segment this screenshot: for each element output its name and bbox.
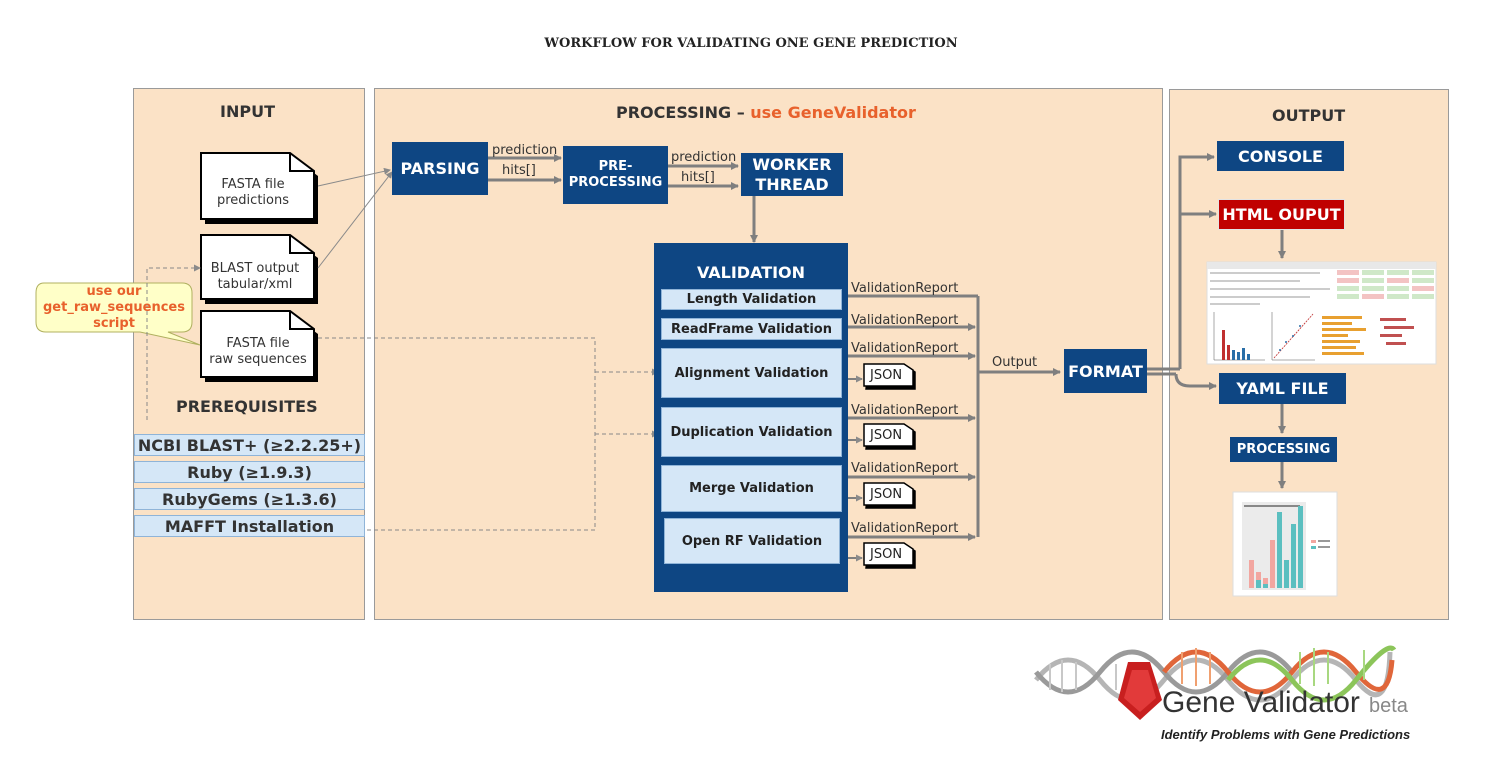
logo-tagline: Identify Problems with Gene Predictions [1161, 727, 1411, 742]
preprocessing-line2: PROCESSING [568, 175, 663, 190]
open-rf-validation: Open RF Validation [664, 518, 840, 564]
blast-output-label: BLAST output tabular/xml [203, 261, 307, 293]
merge-validation: Merge Validation [661, 465, 842, 512]
alignment-validation: Alignment Validation [661, 348, 842, 398]
fasta-predictions-label: FASTA file predictions [203, 177, 303, 209]
length-validation: Length Validation [661, 289, 842, 310]
report-label-merge: ValidationReport [851, 461, 959, 476]
report-label-length: ValidationReport [851, 281, 959, 296]
fasta-raw-label: FASTA file raw sequences [203, 336, 313, 368]
json-label-duplication: JSON [870, 428, 903, 443]
input-heading: INPUT [220, 102, 275, 121]
dna-helix-logo [1034, 645, 1397, 720]
edge-label-prediction-1: prediction [492, 143, 558, 158]
logo-name: Gene Validator [1162, 686, 1360, 719]
json-label-merge: JSON [870, 487, 903, 502]
prereq-mafft: MAFFT Installation [134, 515, 365, 537]
worker-thread-box: WORKER THREAD [741, 153, 843, 196]
page-title: WORKFLOW FOR VALIDATING ONE GENE PREDICT… [544, 36, 958, 51]
processing-plot-thumbnail [1232, 491, 1338, 597]
processing-heading-main: PROCESSING – [616, 103, 751, 122]
logo-wordmark: Gene Validator beta [1162, 686, 1408, 720]
json-label-alignment: JSON [870, 368, 903, 383]
output-heading: OUTPUT [1272, 106, 1346, 125]
worker-line2: THREAD [755, 174, 829, 194]
fasta-raw-doc [200, 310, 318, 382]
worker-line1: WORKER [752, 154, 832, 174]
edge-label-hits-1: hits[] [502, 163, 536, 178]
json-label-openrf: JSON [870, 547, 903, 562]
validation-title: VALIDATION [696, 263, 806, 282]
html-output-box: HTML OUPUT [1218, 199, 1345, 230]
logo-badge: beta [1369, 695, 1408, 717]
format-box: FORMAT [1064, 349, 1147, 393]
html-report-thumbnail [1206, 261, 1437, 365]
console-box: CONSOLE [1217, 141, 1344, 171]
json-docs [863, 363, 916, 569]
prerequisites-heading: PREREQUISITES [176, 397, 318, 416]
report-label-openrf: ValidationReport [851, 521, 959, 536]
report-label-duplication: ValidationReport [851, 403, 959, 418]
fasta-predictions-line1: FASTA file [221, 177, 285, 192]
prereq-rubygems: RubyGems (≥1.3.6) [134, 488, 365, 510]
callout-line3: script [93, 316, 135, 331]
report-label-alignment: ValidationReport [851, 341, 959, 356]
duplication-validation: Duplication Validation [661, 407, 842, 457]
report-label-readframe: ValidationReport [851, 313, 959, 328]
blast-output-line2: tabular/xml [217, 277, 293, 292]
fasta-raw-line1: FASTA file [226, 336, 290, 351]
output-edge-label: Output [992, 355, 1038, 370]
parsing-box: PARSING [392, 142, 488, 195]
callout-line2: get_raw_sequences [43, 300, 185, 315]
callout-bubble [35, 282, 201, 346]
prereq-blast: NCBI BLAST+ (≥2.2.25+) [134, 434, 365, 456]
yaml-file-box: YAML FILE [1219, 373, 1346, 404]
preprocessing-box: PRE- PROCESSING [563, 146, 668, 204]
output-processing-box: PROCESSING [1230, 437, 1337, 462]
edge-label-prediction-2: prediction [671, 150, 737, 165]
blast-output-line1: BLAST output [210, 261, 300, 276]
processing-heading: PROCESSING – use GeneValidator [616, 103, 916, 122]
readframe-validation: ReadFrame Validation [661, 318, 842, 340]
fasta-raw-line2: raw sequences [209, 352, 307, 367]
blast-output-doc [200, 234, 318, 304]
processing-heading-accent: use GeneValidator [750, 103, 916, 122]
prereq-ruby: Ruby (≥1.9.3) [134, 461, 365, 483]
fasta-predictions-doc [200, 152, 318, 224]
callout-text: use our get_raw_sequences script [36, 284, 192, 332]
preprocessing-line1: PRE- [598, 159, 633, 174]
edge-label-hits-2: hits[] [681, 170, 715, 185]
callout-line1: use our [86, 284, 142, 299]
fasta-predictions-line2: predictions [217, 193, 289, 208]
